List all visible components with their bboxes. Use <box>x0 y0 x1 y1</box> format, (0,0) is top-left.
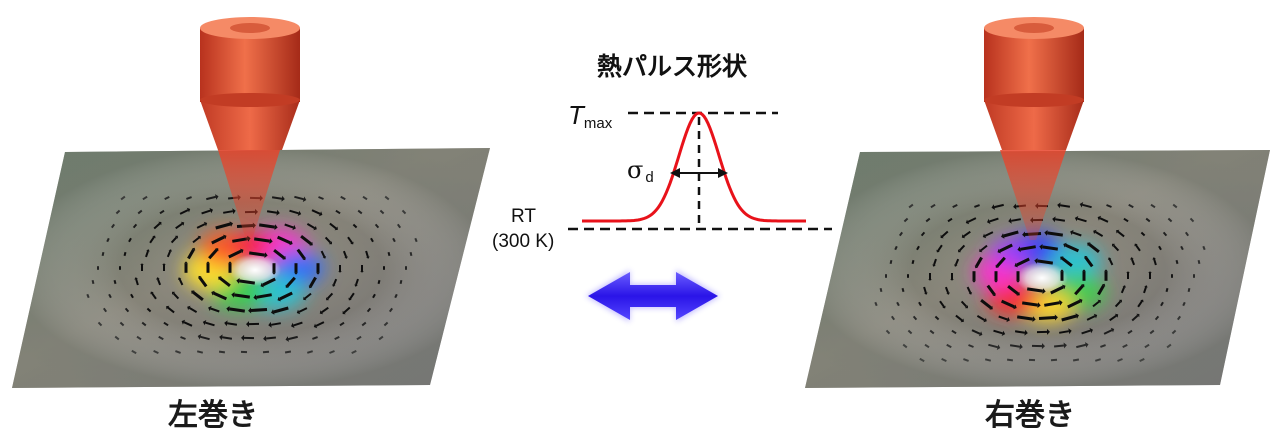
pulse-title: 熱パルス形状 <box>597 52 748 81</box>
pulse-curve <box>582 111 806 223</box>
rt-label: RT <box>511 206 536 227</box>
right-laser-cone <box>984 100 1084 150</box>
right-laser-cylinder <box>984 28 1084 102</box>
right-caption: 右巻き <box>985 398 1075 433</box>
left-panel: 左巻き <box>12 17 490 433</box>
right-panel: 右巻き <box>805 17 1270 433</box>
left-laser-beam <box>218 150 280 240</box>
right-laser-beam <box>1000 150 1066 240</box>
left-laser-cone <box>200 100 300 150</box>
left-laser-cylinder <box>200 28 300 102</box>
double-arrow <box>586 270 720 322</box>
left-caption: 左巻き <box>168 398 258 433</box>
rt-value: (300 K) <box>492 231 554 252</box>
tmax-label: Tmax <box>568 100 613 132</box>
